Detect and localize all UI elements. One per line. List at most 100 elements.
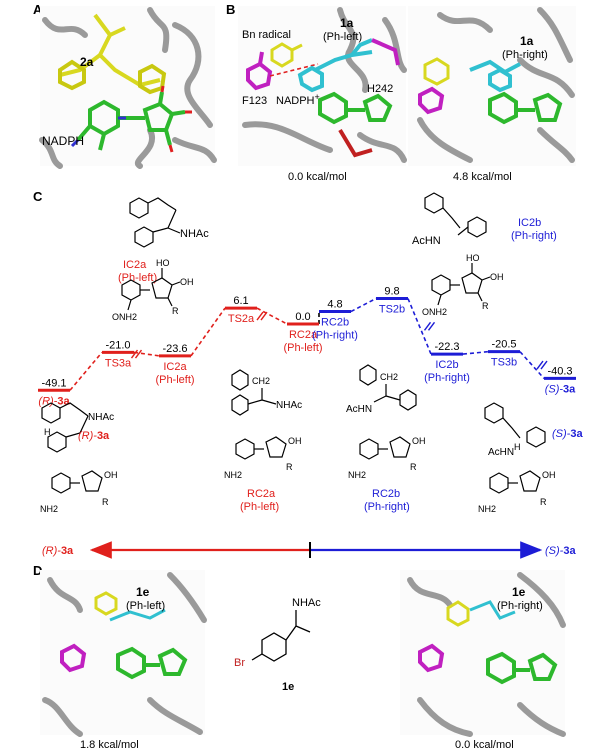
enantioselectivity-axis	[89, 541, 543, 559]
panel-a: A 2a NADPH	[33, 2, 217, 169]
energy-level-sublabel: (Ph-left)	[283, 342, 322, 354]
nadh-motif-bottom-left	[51, 470, 103, 494]
rc2a-ch2: CH2	[252, 376, 270, 386]
label-f123: F123	[242, 95, 267, 107]
energy-level-value: -20.5	[491, 339, 516, 351]
label-2a: 2a	[80, 55, 94, 69]
label-nadph-b: NADPH+	[276, 92, 320, 107]
top-left-r: R	[172, 306, 179, 316]
bn-radical-right	[423, 57, 450, 86]
bottom-left-oh: OH	[104, 470, 118, 480]
ic2a-subtitle: (Ph-left)	[118, 272, 157, 284]
top-left-oh1: HO	[156, 258, 170, 268]
panel-c: C NHAc IC2a (Ph-left) AcHN IC2b (Ph-righ…	[33, 189, 583, 559]
label-1a-right-conf: (Ph-right)	[502, 49, 548, 61]
energy-level-value: -22.3	[434, 341, 459, 353]
structure-rc2a	[231, 369, 277, 416]
nadh-motif-bottom-right	[489, 470, 541, 494]
top-left-nh2: ONH2	[112, 312, 137, 322]
energy-level-label: RC2a	[289, 329, 318, 341]
energy-level-value: 0.0	[295, 311, 310, 323]
axis-break-mark	[260, 311, 268, 321]
energy-left-d: 1.8 kcal/mol	[80, 739, 139, 751]
energy-level-value: -23.6	[162, 343, 187, 355]
energy-right-d: 0.0 kcal/mol	[455, 739, 514, 751]
structure-rc2b	[359, 364, 417, 411]
energy-level-label: (S)-3a	[545, 383, 576, 395]
structure-s3a	[484, 402, 546, 448]
nadph-b-right	[488, 91, 563, 125]
ic2a-title: IC2a	[123, 259, 147, 271]
top-right-r: R	[482, 301, 489, 311]
label-1e-right: 1e	[512, 585, 526, 599]
axis-break-mark	[130, 349, 139, 359]
r3a-label: (R)-3a	[78, 430, 110, 442]
energy-connector	[407, 298, 432, 355]
rc2b-r: R	[410, 462, 417, 472]
energy-level-label: TS3a	[105, 357, 132, 369]
nadh-motif-top-left	[121, 268, 181, 311]
label-1e-br: Br	[234, 657, 245, 669]
bn-radical-label: Bn radical	[242, 29, 291, 41]
panel-d-letter: D	[33, 563, 42, 578]
top-right-nh2: ONH2	[422, 307, 447, 317]
energy-connector	[462, 350, 489, 355]
bottom-left-r: R	[102, 497, 109, 507]
energy-level-value: 4.8	[327, 299, 342, 311]
energy-level-sublabel: (Ph-right)	[312, 330, 358, 342]
protein-ribbon	[39, 7, 217, 169]
rc2b-achn: AcHN	[346, 404, 372, 415]
axis-break-mark	[536, 360, 544, 370]
bn-radical-left	[270, 42, 303, 68]
energy-level-value: -21.0	[105, 339, 130, 351]
nadh-motif-top-right	[431, 263, 491, 306]
top-right-oh2: OH	[490, 272, 504, 282]
nadph-b-left	[318, 91, 393, 125]
rc2a-oh: OH	[288, 436, 302, 446]
energy-level-label: TS2a	[228, 313, 255, 325]
panel-b: B Bn radical 1a	[226, 2, 576, 183]
rc2b-subtitle: (Ph-right)	[364, 501, 410, 513]
energy-level-value: 6.1	[233, 295, 248, 307]
label-1a-right: 1a	[520, 34, 534, 48]
structure-ic2a	[129, 197, 181, 248]
panel-a-letter: A	[33, 2, 43, 17]
energy-level-sublabel: (Ph-right)	[424, 372, 470, 384]
axis-left-label: (R)-3a	[42, 545, 74, 557]
nadh-motif-rc2b	[359, 436, 411, 460]
energy-level-value: 9.8	[384, 286, 399, 298]
bottom-right-r: R	[540, 497, 547, 507]
label-1e-nhac: NHAc	[292, 597, 321, 609]
energy-level-label: TS3b	[491, 357, 517, 369]
label-1a-left: 1a	[340, 16, 354, 30]
energy-right-b: 4.8 kcal/mol	[453, 171, 512, 183]
molecule-1a-right	[469, 59, 521, 93]
energy-level-label: IC2a	[163, 361, 187, 373]
axis-break-mark	[134, 349, 143, 359]
top-right-oh1: HO	[466, 253, 480, 263]
energy-level-label: IC2b	[435, 359, 458, 371]
rc2a-r: R	[286, 462, 293, 472]
ic2b-title: IC2b	[518, 217, 541, 229]
rc2b-ch2: CH2	[380, 372, 398, 382]
structure-ic2b	[424, 192, 487, 238]
r3a-nhac: NHAc	[88, 412, 114, 423]
energy-left-b: 0.0 kcal/mol	[288, 171, 347, 183]
rc2a-subtitle: (Ph-left)	[240, 501, 279, 513]
energy-level-label: TS2b	[379, 304, 405, 316]
rc2a-title: RC2a	[247, 488, 276, 500]
label-nadph-a: NADPH	[42, 134, 84, 148]
nadph-d-left	[116, 646, 188, 680]
panel-d: D 1e (Ph-left) 1.8 kcal/mol	[33, 563, 566, 751]
axis-break-mark	[256, 311, 264, 321]
label-1e-center: 1e	[282, 681, 294, 693]
rc2b-title: RC2b	[372, 488, 400, 500]
energy-connector	[190, 307, 226, 357]
ic2a-nhac: NHAc	[180, 228, 209, 240]
structure-r3a	[41, 402, 89, 453]
rc2b-nh2: NH2	[348, 470, 366, 480]
bottom-right-nh2: NH2	[478, 504, 496, 514]
rc2b-oh: OH	[412, 436, 426, 446]
s3a-label: (S)-3a	[552, 428, 583, 440]
ic2b-subtitle: (Ph-right)	[511, 230, 557, 242]
